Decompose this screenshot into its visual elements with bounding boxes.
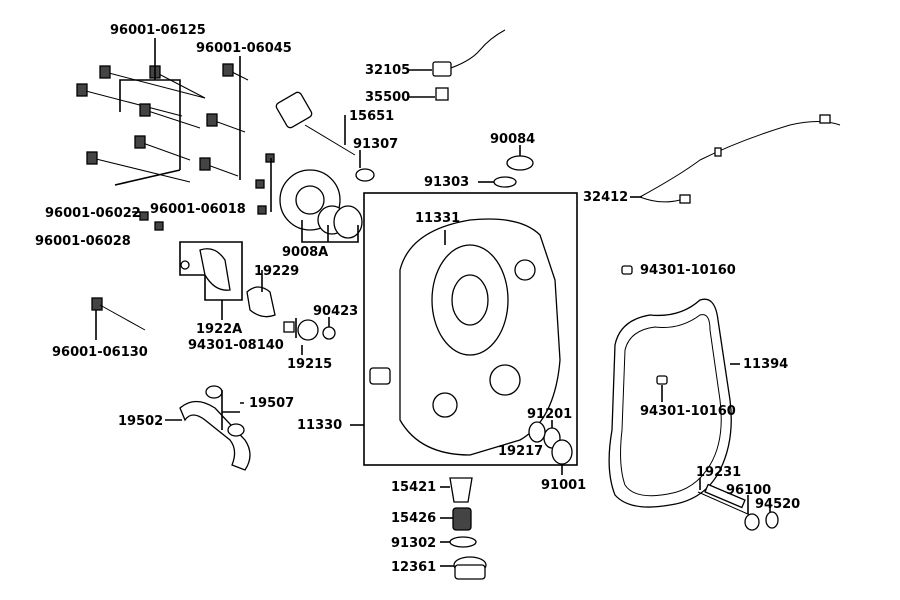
label-91307: 91307 xyxy=(353,137,398,152)
label-96001-06022: 96001-06022 xyxy=(45,206,141,221)
label-11394: 11394 xyxy=(743,357,788,372)
gasket-19229 xyxy=(246,270,276,318)
label-94520: 94520 xyxy=(755,497,800,512)
label-96001-06125: 96001-06125 xyxy=(110,23,206,38)
bolt-group-06018 xyxy=(255,153,275,215)
oring-91307 xyxy=(355,150,375,182)
label-19231: 19231 xyxy=(696,465,741,480)
plug-90084 xyxy=(506,145,534,171)
pump-cover-9008A xyxy=(279,169,363,243)
dipstick-15651 xyxy=(275,91,356,156)
label-1922A: 1922A xyxy=(196,322,242,337)
label-96001-06028: 96001-06028 xyxy=(35,234,131,249)
crankcase-11331 xyxy=(369,218,561,456)
label-32105: 32105 xyxy=(365,63,410,78)
label-96001-06045: 96001-06045 xyxy=(196,41,292,56)
gasket-11394 xyxy=(608,298,740,508)
label-19217: 19217 xyxy=(498,444,543,459)
bolt-group-06045 xyxy=(199,56,249,180)
bearing-19217 xyxy=(528,421,546,443)
cable-32412 xyxy=(630,114,841,204)
strainer-15421 xyxy=(440,477,473,503)
dowel-10160b xyxy=(656,375,668,402)
label-12361: 12361 xyxy=(391,560,436,575)
label-96100: 96100 xyxy=(726,483,771,498)
circlip-94520 xyxy=(765,505,779,529)
label-90084: 90084 xyxy=(490,132,535,147)
label-11330: 11330 xyxy=(297,418,342,433)
washer-96100 xyxy=(744,495,760,531)
label-91201: 91201 xyxy=(527,407,572,422)
label-15426: 15426 xyxy=(391,511,436,526)
label-11331: 11331 xyxy=(415,211,460,226)
label-15421: 15421 xyxy=(391,480,436,495)
label-96001-06130: 96001-06130 xyxy=(52,345,148,360)
label-91303: 91303 xyxy=(424,175,469,190)
label-94301-08140: 94301-08140 xyxy=(188,338,284,353)
label-19507: 19507 xyxy=(249,396,294,411)
impeller-19215 xyxy=(283,318,319,355)
label-9008A: 9008A xyxy=(282,245,328,260)
plug-12361 xyxy=(440,556,487,580)
label-32412: 32412 xyxy=(583,190,628,205)
shaft-19231 xyxy=(697,478,751,516)
oring-91302 xyxy=(440,536,477,548)
label-35500: 35500 xyxy=(365,90,410,105)
sensor-35500 xyxy=(408,87,449,101)
label-96001-06018: 96001-06018 xyxy=(150,202,246,217)
seal-90423 xyxy=(322,317,336,340)
bolt-group-06125 xyxy=(76,38,206,186)
label-94301-10160-b: 94301-10160 xyxy=(640,404,736,419)
label-15651: 15651 xyxy=(349,109,394,124)
crankcase-box-11330 xyxy=(350,192,578,466)
label-94301-10160-a: 94301-10160 xyxy=(640,263,736,278)
label-19229: 19229 xyxy=(254,264,299,279)
label-19215: 19215 xyxy=(287,357,332,372)
label-19502: 19502 xyxy=(118,414,163,429)
clamps-19507 xyxy=(205,385,245,437)
label-91302: 91302 xyxy=(391,536,436,551)
spring-15426 xyxy=(440,507,472,531)
dowel-10160a xyxy=(621,265,633,275)
label-90423: 90423 xyxy=(313,304,358,319)
washer-91303 xyxy=(478,176,517,188)
seal-91001 xyxy=(551,439,573,475)
bolt-06130 xyxy=(91,297,146,340)
pump-housing-1922A xyxy=(179,241,243,320)
bolt-group-06022 xyxy=(132,211,164,231)
label-91001: 91001 xyxy=(541,478,586,493)
sensor-32105 xyxy=(408,29,506,77)
